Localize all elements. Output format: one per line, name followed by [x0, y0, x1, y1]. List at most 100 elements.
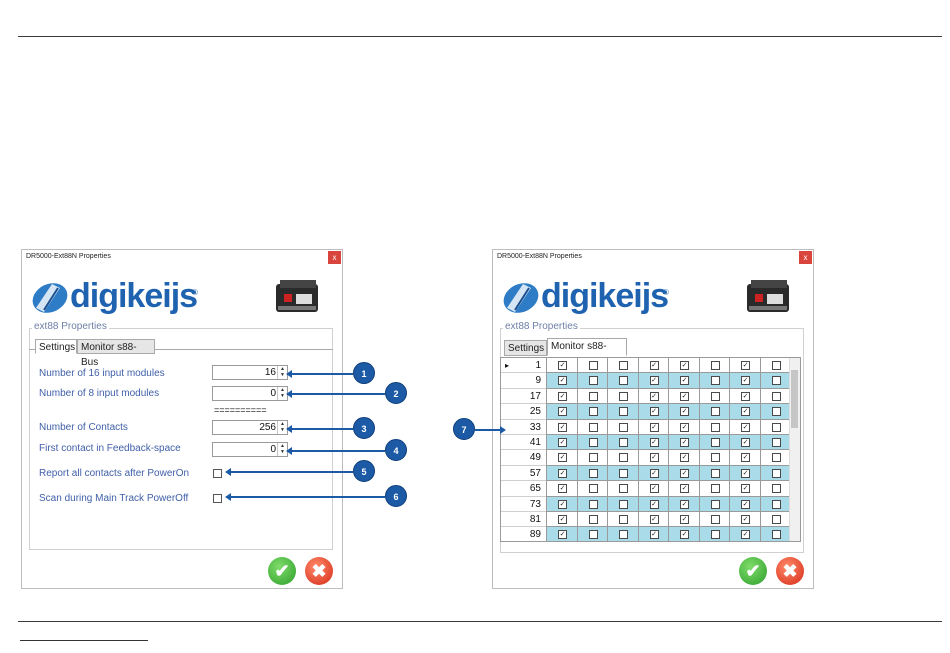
- contact-off-checkbox[interactable]: [588, 391, 598, 401]
- contact-on-checkbox[interactable]: ✓: [558, 438, 567, 447]
- contact-on-checkbox[interactable]: ✓: [649, 530, 659, 540]
- contact-on-checkbox[interactable]: ✓: [741, 438, 750, 447]
- contact-off-checkbox[interactable]: [588, 376, 598, 386]
- contact-off-checkbox[interactable]: [588, 515, 598, 524]
- contact-on-checkbox[interactable]: ✓: [558, 422, 567, 432]
- contact-off-checkbox[interactable]: [710, 484, 720, 494]
- spinner-arrows-icon[interactable]: ▲▼: [277, 366, 287, 379]
- tab-settings[interactable]: Settings: [504, 340, 547, 356]
- scan-poweroff-checkbox[interactable]: [213, 494, 222, 503]
- contact-on-checkbox[interactable]: ✓: [741, 407, 750, 417]
- contact-on-checkbox[interactable]: ✓: [680, 422, 689, 432]
- contact-off-checkbox[interactable]: [771, 453, 781, 463]
- contact-on-checkbox[interactable]: ✓: [741, 422, 750, 432]
- contact-off-checkbox[interactable]: [771, 407, 781, 417]
- contact-on-checkbox[interactable]: ✓: [649, 391, 659, 401]
- contact-off-checkbox[interactable]: [710, 438, 720, 447]
- contact-off-checkbox[interactable]: [619, 361, 628, 370]
- contact-on-checkbox[interactable]: ✓: [649, 407, 659, 417]
- contact-off-checkbox[interactable]: [619, 376, 628, 386]
- contact-off-checkbox[interactable]: [771, 422, 781, 432]
- contact-off-checkbox[interactable]: [619, 453, 628, 463]
- contact-off-checkbox[interactable]: [771, 468, 781, 478]
- contact-on-checkbox[interactable]: ✓: [680, 453, 689, 463]
- cancel-button[interactable]: ✖: [776, 557, 804, 585]
- spinner-arrows-icon[interactable]: ▲▼: [277, 443, 287, 456]
- contact-off-checkbox[interactable]: [771, 530, 781, 540]
- contact-off-checkbox[interactable]: [619, 515, 628, 524]
- tab-monitor-s88-bus[interactable]: Monitor s88-Bus: [77, 339, 155, 368]
- contact-off-checkbox[interactable]: [619, 530, 628, 540]
- contact-on-checkbox[interactable]: ✓: [741, 530, 750, 540]
- contact-on-checkbox[interactable]: ✓: [649, 515, 659, 524]
- contact-off-checkbox[interactable]: [771, 376, 781, 386]
- contact-on-checkbox[interactable]: ✓: [558, 515, 567, 524]
- close-button[interactable]: x: [328, 251, 341, 264]
- contact-off-checkbox[interactable]: [771, 361, 781, 370]
- contact-off-checkbox[interactable]: [588, 468, 598, 478]
- contact-off-checkbox[interactable]: [710, 515, 720, 524]
- contact-on-checkbox[interactable]: ✓: [741, 376, 750, 386]
- contact-on-checkbox[interactable]: ✓: [558, 376, 567, 386]
- contact-off-checkbox[interactable]: [588, 422, 598, 432]
- contact-on-checkbox[interactable]: ✓: [741, 468, 750, 478]
- contact-on-checkbox[interactable]: ✓: [649, 453, 659, 463]
- contact-on-checkbox[interactable]: ✓: [741, 391, 750, 401]
- contact-off-checkbox[interactable]: [588, 453, 598, 463]
- contact-off-checkbox[interactable]: [710, 407, 720, 417]
- contact-off-checkbox[interactable]: [710, 453, 720, 463]
- contact-off-checkbox[interactable]: [710, 499, 720, 509]
- contact-on-checkbox[interactable]: ✓: [558, 407, 567, 417]
- contact-off-checkbox[interactable]: [619, 438, 628, 447]
- contact-off-checkbox[interactable]: [619, 468, 628, 478]
- scrollbar-thumb[interactable]: [791, 370, 798, 428]
- spinner-arrows-icon[interactable]: ▲▼: [277, 421, 287, 434]
- vertical-scrollbar[interactable]: [789, 358, 800, 541]
- contact-off-checkbox[interactable]: [619, 391, 628, 401]
- contact-off-checkbox[interactable]: [710, 361, 720, 370]
- contact-on-checkbox[interactable]: ✓: [741, 515, 750, 524]
- contact-off-checkbox[interactable]: [588, 407, 598, 417]
- contact-off-checkbox[interactable]: [619, 422, 628, 432]
- contact-off-checkbox[interactable]: [771, 499, 781, 509]
- contact-on-checkbox[interactable]: ✓: [741, 361, 750, 370]
- modules8-spinner[interactable]: 0 ▲▼: [212, 386, 288, 401]
- contact-on-checkbox[interactable]: ✓: [680, 407, 689, 417]
- contact-off-checkbox[interactable]: [619, 484, 628, 494]
- contact-off-checkbox[interactable]: [588, 484, 598, 494]
- contact-on-checkbox[interactable]: ✓: [680, 515, 689, 524]
- ok-button[interactable]: ✔: [739, 557, 767, 585]
- contact-off-checkbox[interactable]: [771, 484, 781, 494]
- contact-on-checkbox[interactable]: ✓: [680, 438, 689, 447]
- contact-off-checkbox[interactable]: [588, 499, 598, 509]
- contact-on-checkbox[interactable]: ✓: [680, 376, 689, 386]
- contact-off-checkbox[interactable]: [710, 422, 720, 432]
- first-contact-spinner[interactable]: 0 ▲▼: [212, 442, 288, 457]
- contact-on-checkbox[interactable]: ✓: [680, 499, 689, 509]
- contact-off-checkbox[interactable]: [619, 499, 628, 509]
- tab-monitor-s88-bus[interactable]: Monitor s88-Bus: [547, 338, 627, 368]
- contact-on-checkbox[interactable]: ✓: [558, 468, 567, 478]
- spinner-arrows-icon[interactable]: ▲▼: [277, 387, 287, 400]
- contact-off-checkbox[interactable]: [710, 468, 720, 478]
- contact-on-checkbox[interactable]: ✓: [680, 484, 689, 494]
- contact-on-checkbox[interactable]: ✓: [741, 453, 750, 463]
- contact-off-checkbox[interactable]: [771, 391, 781, 401]
- contact-on-checkbox[interactable]: ✓: [649, 484, 659, 494]
- contact-on-checkbox[interactable]: ✓: [649, 361, 659, 370]
- report-all-checkbox[interactable]: [213, 469, 222, 478]
- contact-on-checkbox[interactable]: ✓: [558, 361, 567, 370]
- cancel-button[interactable]: ✖: [305, 557, 333, 585]
- contact-off-checkbox[interactable]: [619, 407, 628, 417]
- contact-on-checkbox[interactable]: ✓: [649, 438, 659, 447]
- contact-off-checkbox[interactable]: [710, 530, 720, 540]
- tab-settings[interactable]: Settings: [35, 339, 77, 354]
- contact-on-checkbox[interactable]: ✓: [649, 468, 659, 478]
- contact-on-checkbox[interactable]: ✓: [680, 391, 689, 401]
- contacts-spinner[interactable]: 256 ▲▼: [212, 420, 288, 435]
- contact-on-checkbox[interactable]: ✓: [649, 376, 659, 386]
- contact-on-checkbox[interactable]: ✓: [649, 422, 659, 432]
- contact-on-checkbox[interactable]: ✓: [741, 499, 750, 509]
- contact-on-checkbox[interactable]: ✓: [680, 468, 689, 478]
- modules16-spinner[interactable]: 16 ▲▼: [212, 365, 288, 380]
